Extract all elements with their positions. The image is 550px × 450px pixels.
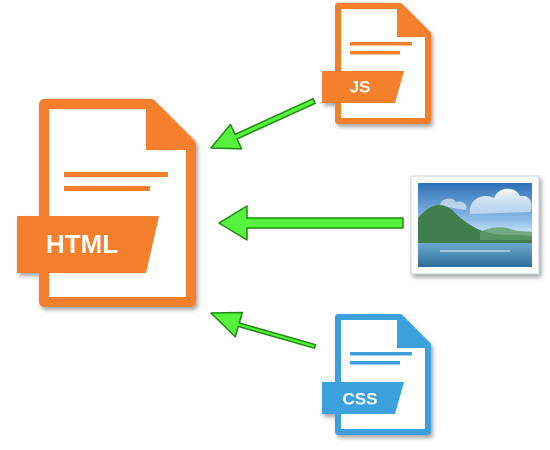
css-file-label: CSS [343,389,378,408]
photo-cloud [469,188,532,214]
photo-cloud-small [440,198,467,210]
html-file-line-1 [64,172,168,177]
html-file-line-2 [64,186,150,191]
photo-far-hills [480,227,532,240]
html-file-fold [146,100,196,150]
css-file-fold [397,314,431,348]
html-file-icon: HTML [17,99,196,307]
photo-sea [418,243,532,267]
arrow-js-to-html [210,97,316,150]
js-file-label: JS [350,77,371,96]
css-file-tag [322,382,404,414]
html-file-tag [17,216,159,273]
arrow-css-to-html [210,311,317,349]
js-file-icon: JS [322,3,431,124]
js-file-fold [397,3,431,37]
js-file-line-1 [350,42,412,46]
css-file-line-1 [350,352,412,356]
js-file-tag [322,71,404,103]
css-file-line-2 [350,361,400,365]
html-file-label: HTML [46,229,118,259]
js-file-line-2 [350,51,400,55]
arrow-image-to-html [218,205,404,241]
photo-sea-glare [440,250,510,252]
css-file-icon: CSS [322,314,431,435]
landscape-photo-icon [410,175,540,275]
